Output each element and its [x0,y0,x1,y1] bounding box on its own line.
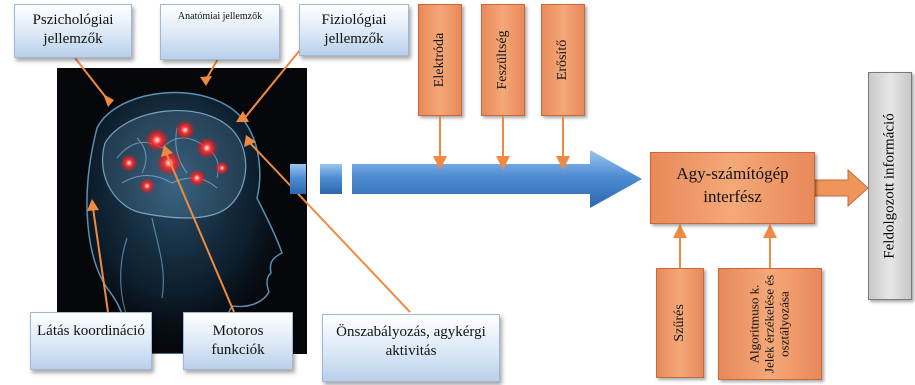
connector-latas [92,207,109,313]
arrowhead-algoritmus [763,224,777,238]
arrowhead-elektroda [433,156,447,170]
arrowhead-latas [87,199,99,211]
box-elektroda: Elektróda [418,4,462,116]
arrowhead-feszultseg [496,156,510,170]
label-latas-text: Látás koordináció [37,323,145,339]
label-pszichologiai-text: Pszichológiai jellemzők [32,12,114,47]
arrow-segment-2 [320,164,342,194]
label-pszichologiai: Pszichológiai jellemzők [14,4,132,58]
output-box: Feldolgozott információ [868,72,912,300]
label-latas: Látás koordináció [30,312,152,370]
label-anatomiai-text: Anatómiai jellemzők [177,11,263,22]
bci-box-text: Agy-számítógép interfész [676,164,789,206]
arrowhead-fiziologiai [236,111,249,122]
box-szures: Szűrés [656,268,704,378]
arrowhead-erosito [556,156,570,170]
bci-box: Agy-számítógép interfész [650,152,815,224]
box-szures-text: Szűrés [671,304,687,342]
arrow-segment-1 [290,164,306,194]
label-fiziologiai-text: Fiziológiai jellemzők [321,12,387,47]
box-erosito: Erősítő [541,4,585,116]
output-arrow [814,168,869,208]
brain-head-image [57,68,307,354]
arrow-body [352,150,642,208]
output-box-text: Feldolgozott információ [881,113,898,259]
box-feszultseg: Feszültség [481,4,525,116]
connector-motoros [166,154,235,313]
arrowhead-onszabalyozas [244,135,256,147]
arrowhead-pszichologiai [103,94,114,107]
label-anatomiai: Anatómiai jellemzők [160,4,280,60]
connector-fiziologiai [242,49,301,121]
box-algoritmus-text: Algoritmuso k. Jelek érzékelése és osztá… [746,274,792,374]
signal-flow-arrow [290,150,642,208]
box-algoritmus: Algoritmuso k. Jelek érzékelése és osztá… [718,268,822,380]
label-onszabalyozas-text: Önszabályozás, agykérgi aktivitás [336,324,486,359]
arrowhead-motoros [161,145,173,157]
label-onszabalyozas: Önszabályozás, agykérgi aktivitás [322,314,500,382]
label-fiziologiai: Fiziológiai jellemzők [299,4,409,56]
label-motoros: Motoros funkciók [183,312,293,370]
label-motoros-text: Motoros funkciók [211,323,265,358]
arrowhead-anatomiai [200,76,212,86]
connector-pszichologiai [74,57,109,101]
arrowhead-szures [673,224,687,238]
connector-onszabalyozas [249,142,411,313]
